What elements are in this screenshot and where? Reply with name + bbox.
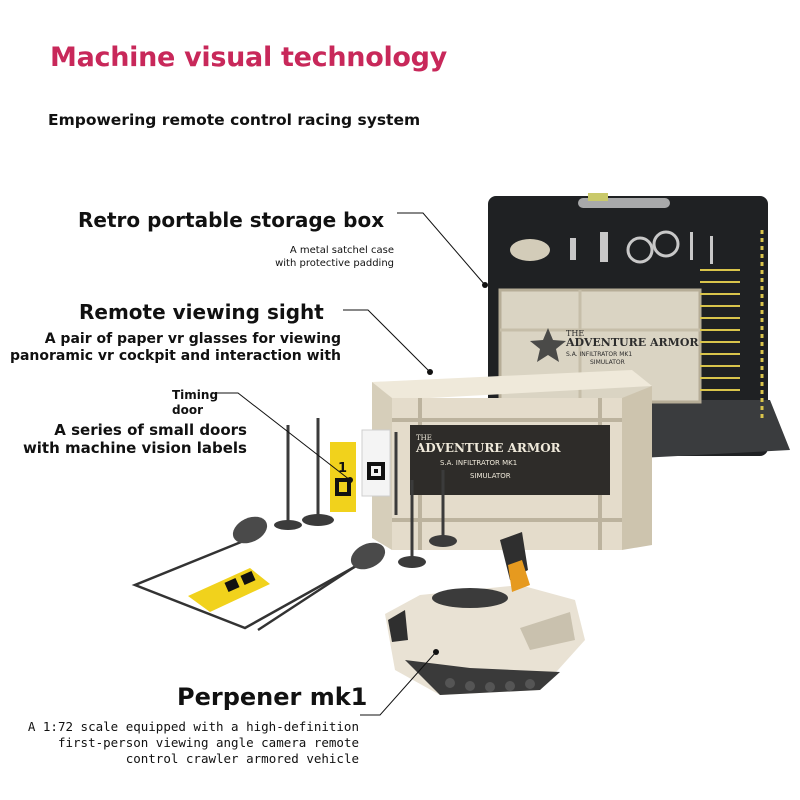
page-title: Machine visual technology	[50, 42, 447, 73]
vehicle-desc-line3: control crawler armored vehicle	[125, 751, 359, 766]
timing-desc-line2: with machine vision labels	[22, 439, 247, 457]
timing-tag	[330, 442, 356, 512]
svg-text:SIMULATOR: SIMULATOR	[590, 359, 625, 366]
timing-desc-line1: A series of small doors	[54, 421, 247, 439]
vehicle-desc-line2: first-person viewing angle camera remote	[57, 735, 359, 750]
crawler-vehicle	[385, 532, 585, 695]
leader-lines	[213, 212, 486, 716]
svg-text:ADVENTURE ARMOR: ADVENTURE ARMOR	[415, 441, 562, 455]
vehicle-heading: Perpener mk1	[177, 683, 368, 711]
svg-text:THE: THE	[566, 329, 584, 338]
vehicle-desc-line1: A 1:72 scale equipped with a high-defini…	[27, 719, 359, 734]
svg-text:SIMULATOR: SIMULATOR	[470, 472, 511, 480]
svg-text:THE: THE	[416, 434, 432, 442]
viewing-desc-line2: panoramic vr cockpit and interaction wit…	[9, 348, 341, 364]
storage-desc-line1: A metal satchel case	[289, 245, 394, 256]
viewing-desc-line1: A pair of paper vr glasses for viewing	[44, 331, 341, 347]
star-emblem	[530, 328, 566, 362]
storage-desc-line2: with protective padding	[275, 258, 394, 269]
svg-text:1: 1	[338, 461, 347, 476]
viewing-heading: Remote viewing sight	[79, 300, 324, 324]
timing-gate: 1	[274, 418, 457, 568]
timing-heading-line1: Timing	[172, 388, 219, 402]
svg-text:S.A. INFILTRATOR MK1: S.A. INFILTRATOR MK1	[566, 351, 632, 358]
svg-text:ADVENTURE ARMOR: ADVENTURE ARMOR	[565, 336, 699, 349]
page-subtitle: Empowering remote control racing system	[48, 111, 421, 129]
suction-arms	[131, 538, 366, 632]
timing-heading-line2: door	[172, 403, 203, 417]
storage-heading: Retro portable storage box	[78, 208, 385, 232]
svg-text:S.A. INFILTRATOR MK1: S.A. INFILTRATOR MK1	[440, 459, 517, 467]
